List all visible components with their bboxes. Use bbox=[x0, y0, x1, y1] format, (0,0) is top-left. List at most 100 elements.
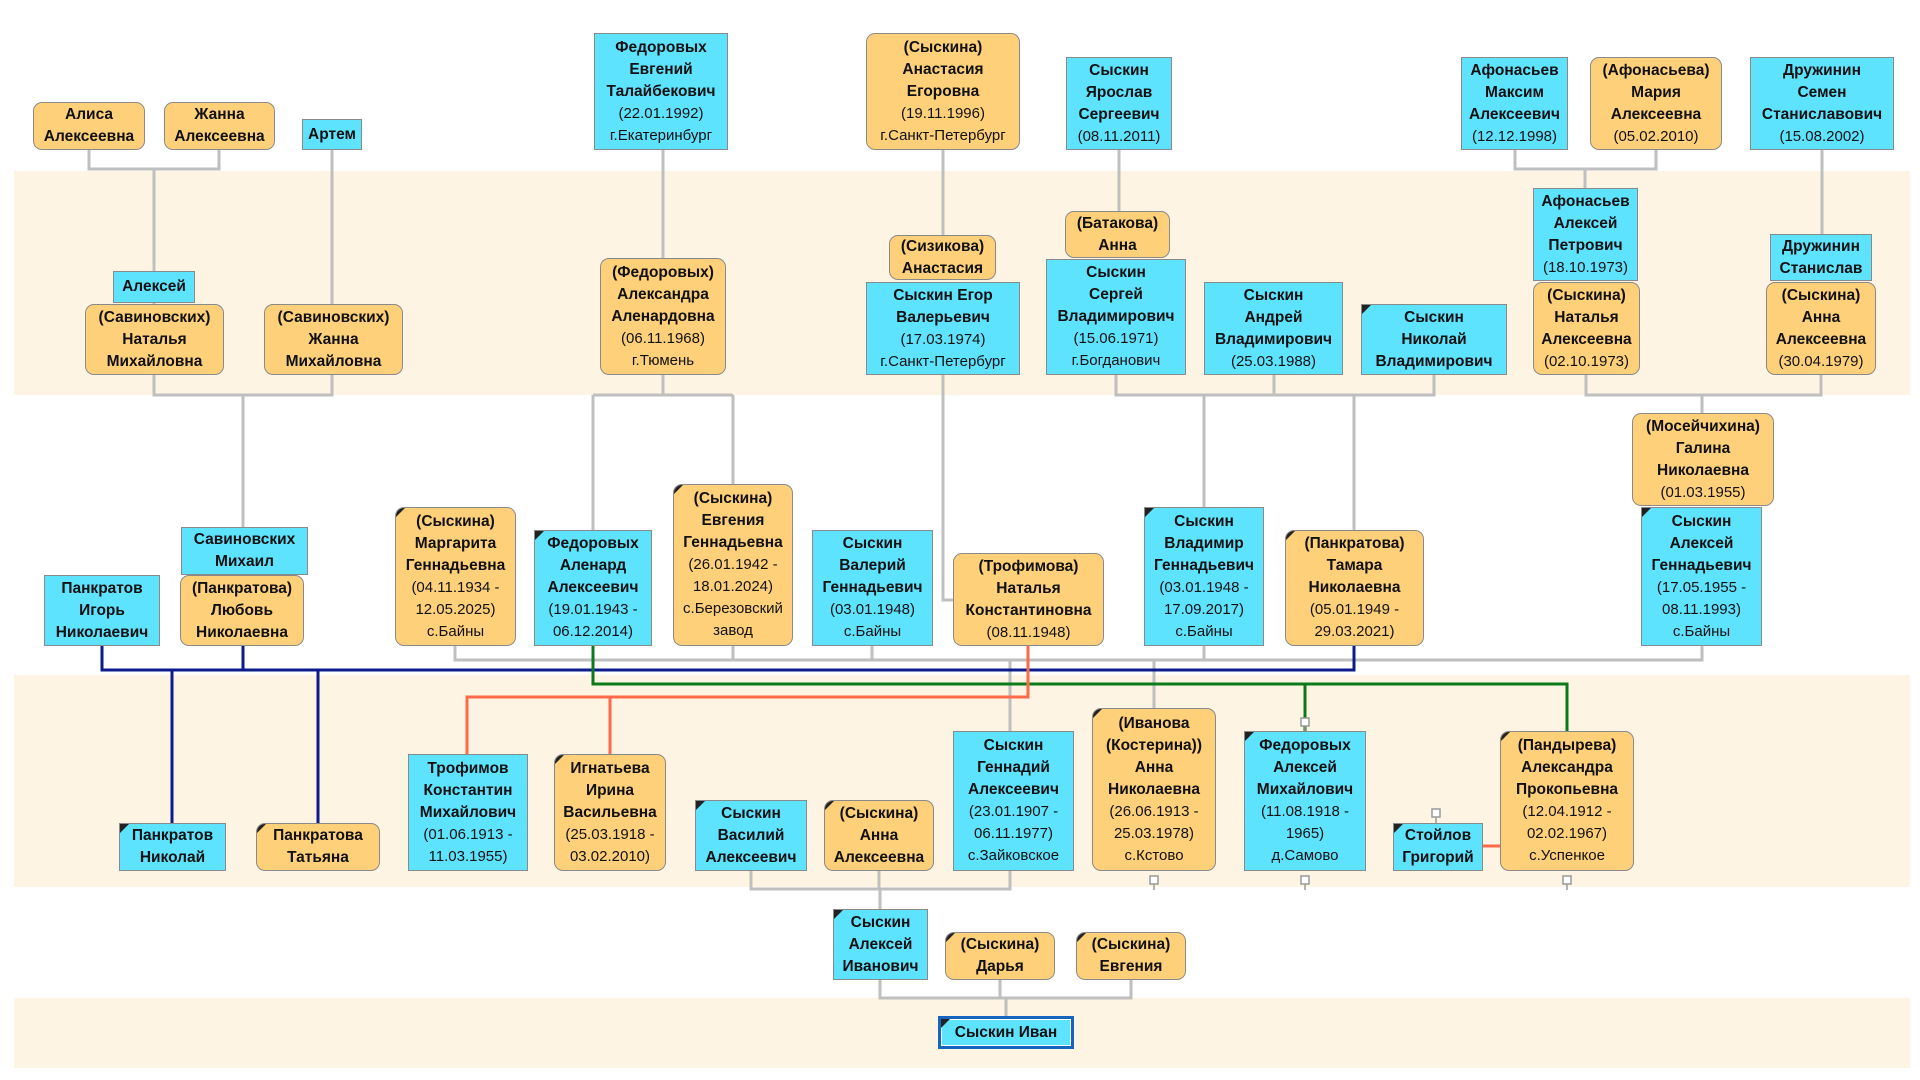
person-name-line: Евгения bbox=[1099, 958, 1163, 975]
person-card-syskina-evgenia[interactable]: (Сыскина)Евгения bbox=[1076, 932, 1186, 980]
person-name-line: Сыскин bbox=[721, 804, 781, 822]
link-marker-icon[interactable] bbox=[1300, 717, 1310, 727]
person-name-line: Михайловна bbox=[285, 352, 382, 370]
person-detail-line: (22.01.1992) bbox=[618, 104, 704, 122]
person-card-sizikova-anastasia[interactable]: (Сизикова)Анастасия bbox=[889, 235, 996, 280]
person-name-line: Валерьевич bbox=[896, 308, 990, 326]
person-name-line: Наталья bbox=[996, 579, 1061, 597]
person-name-line: Владимирович bbox=[1057, 308, 1175, 325]
person-name-line: Алексеевна bbox=[1610, 105, 1702, 123]
person-name-line: (Костерина)) bbox=[1105, 736, 1203, 754]
connector-line bbox=[152, 375, 334, 397]
person-name-line: Александра bbox=[617, 285, 709, 303]
person-name-line: Тамара bbox=[1326, 557, 1383, 574]
person-detail-line: с.Байны bbox=[843, 623, 902, 640]
person-name-line: (Сыскина) bbox=[416, 512, 495, 530]
person-detail-line: (04.11.1934 - bbox=[411, 578, 500, 596]
person-detail-line: г.Богданович bbox=[1071, 352, 1161, 369]
person-detail-line: (19.11.1996) bbox=[901, 104, 985, 122]
person-card-syskin-ivan[interactable]: Сыскин Иван bbox=[938, 1016, 1074, 1049]
person-detail-line: 17.09.2017) bbox=[1163, 600, 1245, 618]
link-marker-icon[interactable] bbox=[1562, 875, 1572, 885]
person-detail-line: (15.06.1971) bbox=[1073, 330, 1159, 347]
person-name-line: Стойлов bbox=[1404, 827, 1472, 844]
person-name-line: Егоровна bbox=[906, 82, 980, 100]
connector-line-red bbox=[465, 646, 1030, 754]
person-name-line: Алексей bbox=[848, 935, 913, 953]
person-detail-line: 06.11.1977) bbox=[974, 825, 1053, 842]
person-detail-line: 18.01.2024) bbox=[692, 578, 774, 595]
person-name-line: Владимир bbox=[1164, 534, 1244, 552]
person-card-batakova-anna[interactable]: (Батакова)Анна bbox=[1065, 211, 1170, 258]
person-name-line: Сергеевич bbox=[1078, 105, 1160, 123]
person-name-line: (Сыскина) bbox=[693, 490, 773, 507]
person-name-line: Ирина bbox=[585, 781, 635, 799]
person-name-line: Геннадий bbox=[977, 759, 1050, 776]
link-marker-icon[interactable] bbox=[1149, 875, 1159, 885]
person-name-line: Петрович bbox=[1548, 236, 1623, 254]
person-name-line: Алексеевич bbox=[547, 579, 639, 596]
person-detail-line: (19.01.1943 - bbox=[548, 601, 638, 618]
person-name-line: Анна bbox=[1098, 236, 1137, 254]
person-name-line: Николай bbox=[139, 849, 206, 866]
person-name-line: Геннадьевич bbox=[1651, 556, 1752, 574]
person-card-syskina-daria[interactable]: (Сыскина)Дарья bbox=[945, 932, 1055, 980]
person-name-line: (Афонасьева) bbox=[1602, 61, 1710, 79]
person-name-line: Алексей bbox=[122, 278, 186, 295]
person-detail-line: с.Успенкое bbox=[1529, 847, 1605, 864]
person-card-artem[interactable]: Артем bbox=[302, 119, 362, 150]
person-name-line: Галина bbox=[1675, 439, 1731, 457]
person-name-line: Алексеевич bbox=[705, 848, 797, 866]
person-detail-line: (12.12.1998) bbox=[1471, 127, 1558, 145]
person-card-aleksey-s[interactable]: Алексей bbox=[113, 271, 195, 303]
link-marker-icon[interactable] bbox=[1300, 875, 1310, 885]
person-name-line: Алексеевна bbox=[43, 128, 135, 145]
link-marker-icon[interactable] bbox=[1431, 808, 1441, 818]
person-name-line: Маргарита bbox=[414, 534, 497, 552]
person-detail-line: 02.02.1967) bbox=[1526, 825, 1608, 842]
